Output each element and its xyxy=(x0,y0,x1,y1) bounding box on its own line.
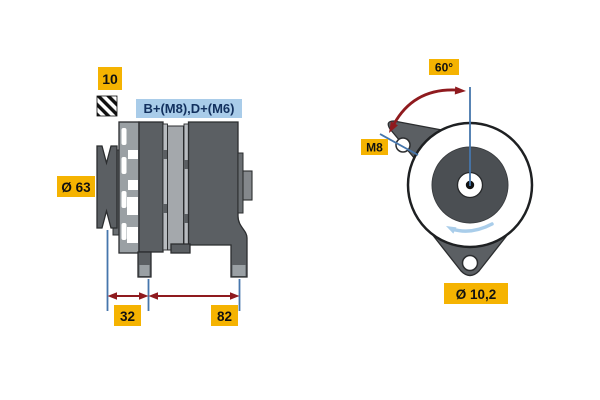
end-view: 60° M8 Ø 10,2 xyxy=(361,59,534,304)
lug-hole-bottom xyxy=(461,254,479,272)
angle-arc-60 xyxy=(389,86,466,133)
rib-gap xyxy=(162,150,168,159)
front-housing xyxy=(138,121,164,253)
housing-bottom-tab xyxy=(170,243,191,254)
foot-bushing-rear xyxy=(232,265,246,276)
label-pulley-diameter: Ø 63 xyxy=(57,176,95,197)
label-thread-size: M8 xyxy=(361,139,388,155)
pulley-diameter-text: Ø 63 xyxy=(61,180,91,195)
mount-angle-text: 60° xyxy=(435,61,453,75)
fan xyxy=(118,121,140,254)
dim-32-text: 32 xyxy=(120,309,135,324)
pulley xyxy=(96,145,118,229)
dimension-line-32 xyxy=(107,292,149,300)
dim-82-text: 82 xyxy=(217,309,232,324)
m8-leader-line xyxy=(379,133,419,156)
b-plus-terminal xyxy=(242,170,253,201)
belt-width-text: 10 xyxy=(102,71,118,87)
extension-lines xyxy=(106,230,241,311)
label-mount-angle: 60° xyxy=(429,59,459,75)
housing-rib-front xyxy=(162,123,168,251)
terminal-base xyxy=(237,152,244,214)
belt-profile-hatch-icon xyxy=(96,95,118,117)
hole-diameter-text: Ø 10,2 xyxy=(456,287,497,302)
rotation-direction-arrow-icon xyxy=(446,222,494,234)
terminals-text: B+(M8),D+(M6) xyxy=(143,101,234,116)
label-terminals: B+(M8),D+(M6) xyxy=(136,99,242,118)
rib-gap xyxy=(183,214,189,223)
dimension-line-82 xyxy=(148,292,240,300)
rear-housing xyxy=(187,121,248,278)
foot-bushing-front xyxy=(139,265,150,276)
mounting-lug-top xyxy=(387,120,449,173)
rib-gap xyxy=(162,204,168,213)
label-hole-diameter: Ø 10,2 xyxy=(444,283,508,304)
stator-band xyxy=(167,125,184,251)
housing-rib-rear xyxy=(183,123,189,251)
label-dim-32: 32 xyxy=(114,305,141,326)
thread-size-text: M8 xyxy=(366,141,383,155)
side-view: 10 B+(M8),D+(M6) Ø 63 32 82 xyxy=(57,67,253,326)
label-dim-82: 82 xyxy=(211,305,238,326)
label-belt-width: 10 xyxy=(98,67,122,90)
rib-gap xyxy=(183,160,189,169)
